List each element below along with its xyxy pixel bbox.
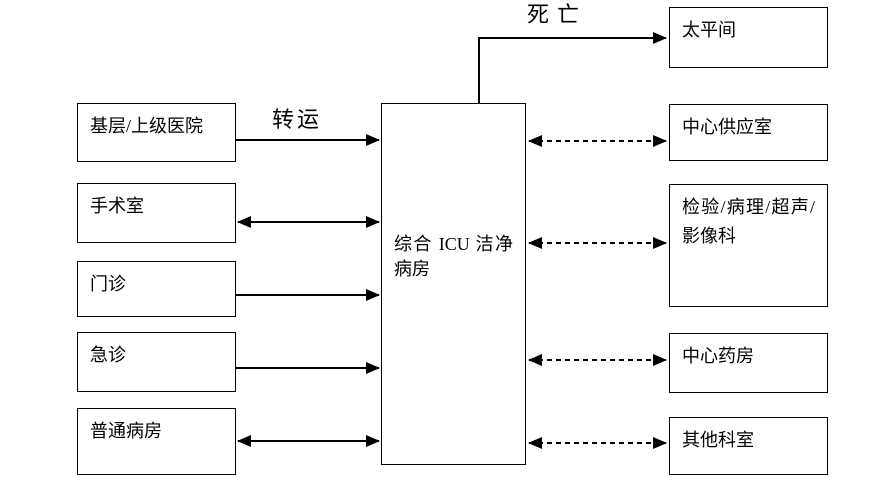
node-label: 基层/上级医院	[90, 116, 204, 136]
node-label: 普通病房	[90, 421, 162, 441]
node-morgue: 太平间	[669, 7, 828, 68]
node-central-pharmacy: 中心药房	[669, 333, 828, 393]
node-outpatient: 门诊	[77, 261, 236, 317]
node-label: 太平间	[682, 20, 736, 40]
node-label: 其他科室	[682, 430, 754, 450]
node-label: 中心供应室	[682, 117, 772, 137]
node-other-departments: 其他科室	[669, 417, 828, 475]
node-operating-room: 手术室	[77, 183, 236, 243]
node-label: 中心药房	[682, 346, 754, 366]
node-icu-clean-ward: 综合 ICU 洁净病房	[381, 103, 526, 465]
node-label: 急诊	[90, 345, 126, 365]
node-emergency: 急诊	[77, 332, 236, 392]
node-general-ward: 普通病房	[77, 408, 236, 475]
node-label: 门诊	[90, 274, 126, 294]
edge-label-transfer: 转运	[272, 107, 323, 133]
edge-label-death: 死亡	[527, 2, 588, 28]
arrow-icu-to-morgue	[478, 32, 667, 103]
node-central-supply: 中心供应室	[669, 104, 828, 161]
node-label: 综合 ICU 洁净病房	[394, 234, 513, 280]
node-lab-pathology-ultrasound-imaging: 检验/病理/超声/影像科	[669, 184, 828, 307]
node-label: 手术室	[90, 196, 144, 216]
node-primary-hospital: 基层/上级医院	[77, 103, 236, 162]
node-label: 检验/病理/超声/影像科	[682, 197, 815, 246]
